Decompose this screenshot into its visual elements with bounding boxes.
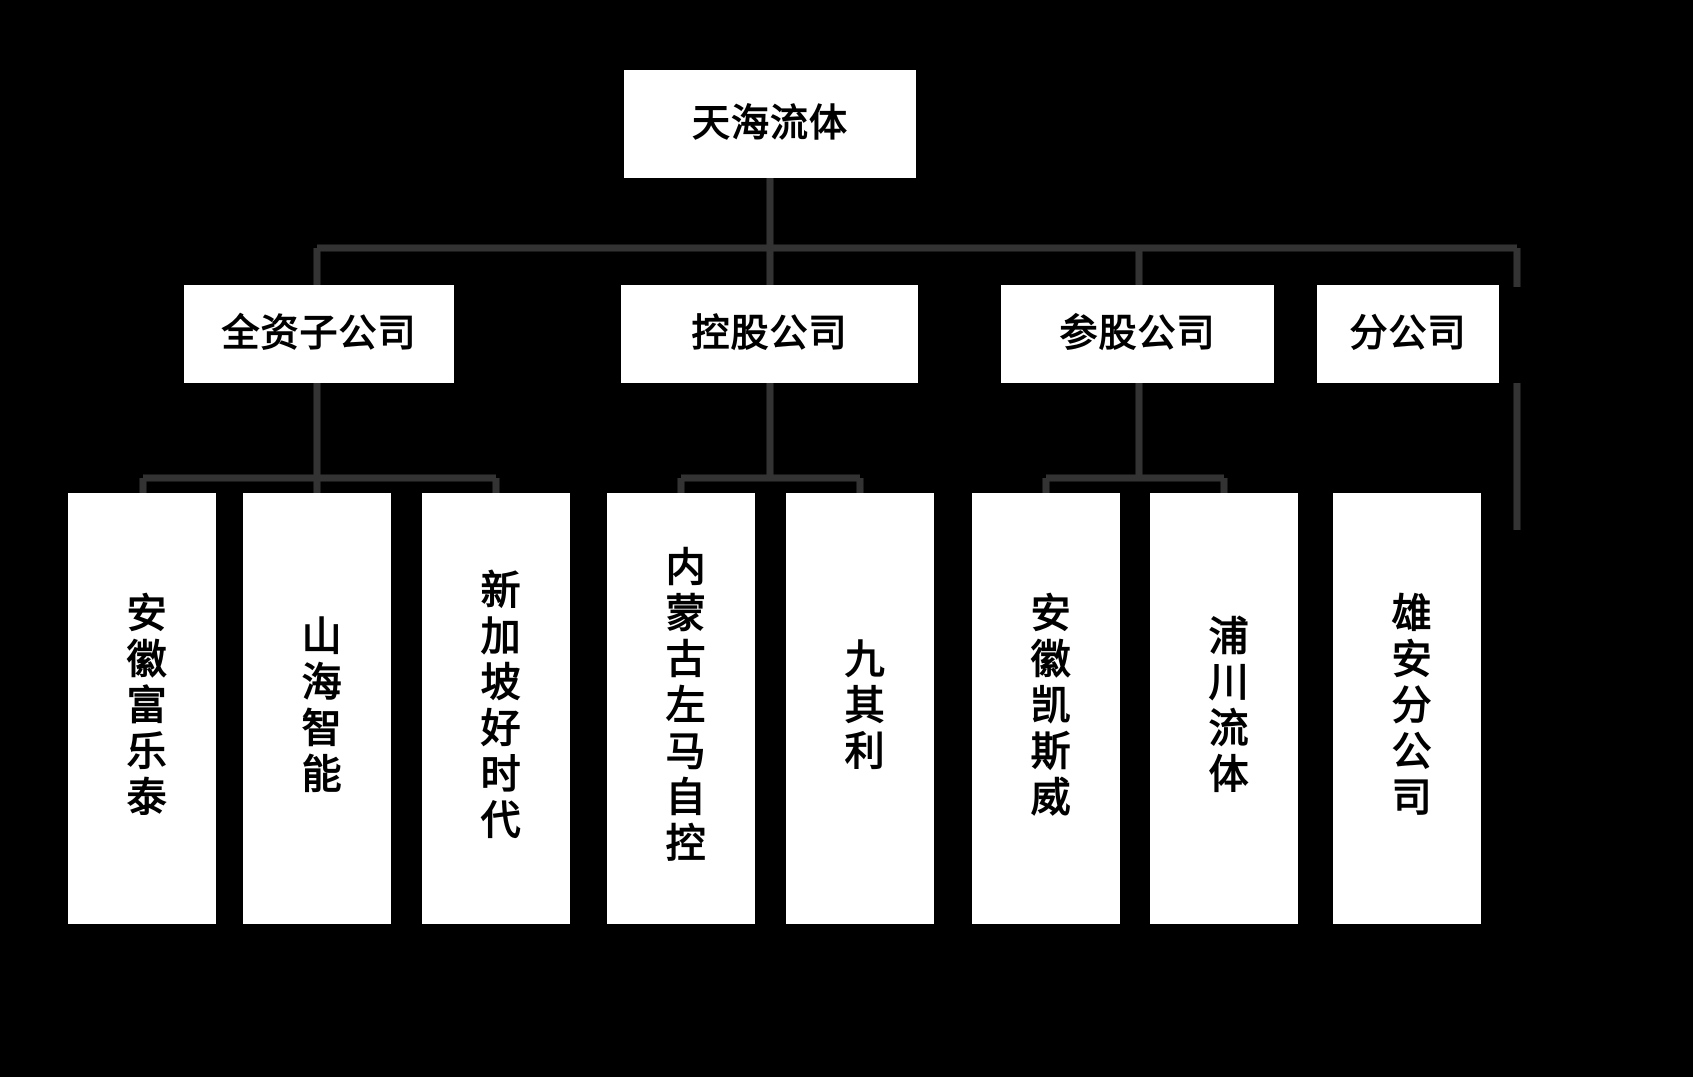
node-label: 内蒙古左马自控 xyxy=(659,545,704,868)
node-leaf-neimenggu-zuoma-zikong[interactable]: 内蒙古左马自控 xyxy=(607,493,755,924)
node-label: 新加坡好时代 xyxy=(474,568,519,845)
node-leaf-anhui-fuletai[interactable]: 安徽富乐泰 xyxy=(68,493,216,924)
node-label: 控股公司 xyxy=(691,312,848,355)
node-root-tianhai-liuti[interactable]: 天海流体 xyxy=(624,70,916,178)
node-leaf-xinjiapo-haoshidai[interactable]: 新加坡好时代 xyxy=(422,493,570,924)
node-label: 浦川流体 xyxy=(1202,614,1247,799)
node-leaf-shanhai-zhineng[interactable]: 山海智能 xyxy=(243,493,391,924)
node-label: 分公司 xyxy=(1349,312,1467,355)
node-category-wholly-owned[interactable]: 全资子公司 xyxy=(184,285,454,383)
node-label: 山海智能 xyxy=(295,614,340,799)
node-category-branch[interactable]: 分公司 xyxy=(1317,285,1499,383)
node-label: 安徽富乐泰 xyxy=(120,591,165,822)
node-leaf-xiongan-fengongsi[interactable]: 雄安分公司 xyxy=(1333,493,1481,924)
node-leaf-puchuan-liuti[interactable]: 浦川流体 xyxy=(1150,493,1298,924)
node-label: 九其利 xyxy=(838,637,883,776)
node-category-holding[interactable]: 控股公司 xyxy=(621,285,918,383)
node-category-equity-participation[interactable]: 参股公司 xyxy=(1001,285,1274,383)
node-leaf-jiuqili[interactable]: 九其利 xyxy=(786,493,934,924)
node-leaf-anhui-kaisiwei[interactable]: 安徽凯斯威 xyxy=(972,493,1120,924)
node-label: 雄安分公司 xyxy=(1385,591,1430,822)
node-label: 全资子公司 xyxy=(221,312,417,355)
node-label: 天海流体 xyxy=(691,102,848,145)
node-label: 安徽凯斯威 xyxy=(1024,591,1069,822)
node-label: 参股公司 xyxy=(1059,312,1216,355)
